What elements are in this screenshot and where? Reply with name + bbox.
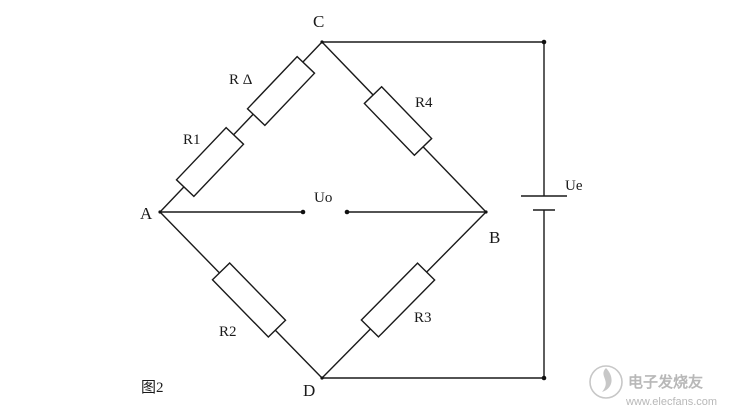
resistor-label-r4: R4 bbox=[415, 95, 433, 111]
resistor-r-delta bbox=[246, 55, 316, 127]
node-b-dot bbox=[484, 210, 488, 214]
supply-voltage-label: Ue bbox=[565, 178, 583, 194]
node-label-a: A bbox=[140, 204, 153, 223]
supply-bottom-dot bbox=[541, 375, 547, 381]
resistor-label-r3: R3 bbox=[414, 310, 432, 326]
resistor-label-r1: R1 bbox=[183, 132, 201, 148]
resistor-r4 bbox=[363, 85, 433, 157]
resistor-r2 bbox=[211, 262, 287, 338]
node-c-dot bbox=[320, 40, 324, 44]
resistors bbox=[175, 55, 436, 338]
uo-terminal-left bbox=[300, 209, 306, 215]
node-dots bbox=[158, 39, 547, 381]
uo-terminal-right bbox=[344, 209, 350, 215]
supply-top-dot bbox=[541, 39, 547, 45]
node-label-b: B bbox=[489, 228, 500, 247]
watermark-url: www.elecfans.com bbox=[625, 396, 717, 408]
watermark: 电子发烧友 www.elecfans.com bbox=[589, 365, 717, 408]
resistor-label-r-delta: R Δ bbox=[229, 72, 253, 88]
flame-logo-icon bbox=[589, 365, 623, 399]
node-label-d: D bbox=[303, 381, 315, 400]
bridge-wires bbox=[159, 41, 545, 379]
battery-symbol bbox=[521, 195, 567, 211]
resistor-r3 bbox=[360, 262, 436, 338]
figure-label: 图2 bbox=[141, 379, 164, 396]
output-voltage-label: Uo bbox=[314, 190, 332, 206]
node-d-dot bbox=[320, 376, 324, 380]
labels: C A B D R Δ R1 R4 R2 R3 Uo Ue 图2 bbox=[140, 12, 583, 400]
watermark-name: 电子发烧友 bbox=[628, 373, 703, 391]
resistor-label-r2: R2 bbox=[219, 324, 237, 340]
resistor-r1 bbox=[175, 126, 245, 198]
node-label-c: C bbox=[313, 12, 324, 31]
node-a-dot bbox=[158, 210, 162, 214]
